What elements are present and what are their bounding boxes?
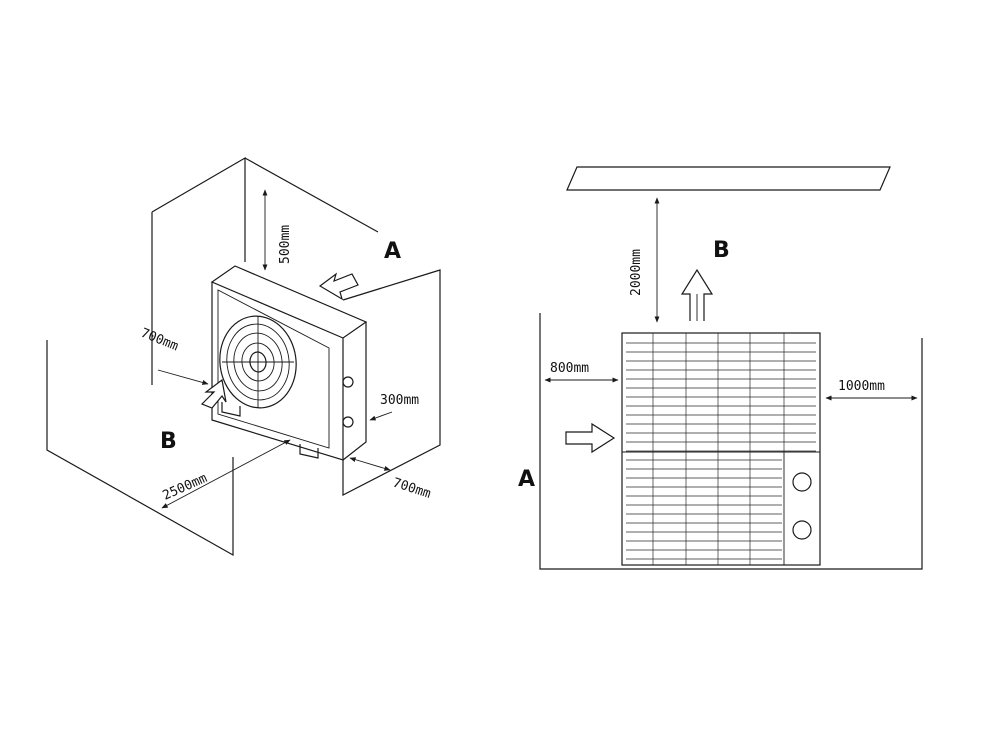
overhead-obstruction [566,166,891,191]
air-inlet-arrow [318,272,359,301]
plan-port-upper [792,472,812,492]
enclosure-walls [539,313,923,570]
port-lower [342,416,354,428]
heat-pump-unit-3d [210,265,368,461]
right-plan-view: 2000mm 800mm 1000mm B A [518,166,923,570]
plan-port-lower [792,520,812,540]
plan-zone-a-label: A [518,467,535,492]
plan-dim-text-right: 1000mm [838,379,885,394]
left-isometric-view: 500mm 700mm 300mm 700mm 2500mm A B [46,156,441,557]
rear-wall [151,156,379,385]
port-upper [342,376,354,388]
zone-a-label: A [384,239,401,264]
plan-dim-text-left: 800mm [550,361,589,376]
dim-text-top: 500mm [278,225,293,264]
dim-line-left [157,369,209,385]
unit-foot-right [299,444,319,459]
dim-line-bottom-right [349,457,391,471]
dim-text-bottom-right: 700mm [391,476,433,502]
air-outlet-arrow [200,378,227,409]
front-barrier-wall [46,340,234,557]
plan-air-inlet-arrow [565,422,616,454]
dim-line-side [369,411,393,421]
right-wall [342,269,441,496]
grille-verticals [652,333,785,565]
fan-guard [219,315,297,409]
dim-text-front: 2500mm [161,471,210,504]
plan-zone-b-label: B [713,238,730,263]
unit-foot-left [221,402,241,417]
dim-text-left: 700mm [139,326,181,355]
plan-dim-text-top: 2000mm [629,249,644,296]
heat-pump-unit-plan [621,332,821,566]
dim-text-side: 300mm [380,393,419,408]
zone-b-label: B [160,429,177,454]
dim-line-front [161,439,291,509]
grille-horizontals [626,342,816,560]
